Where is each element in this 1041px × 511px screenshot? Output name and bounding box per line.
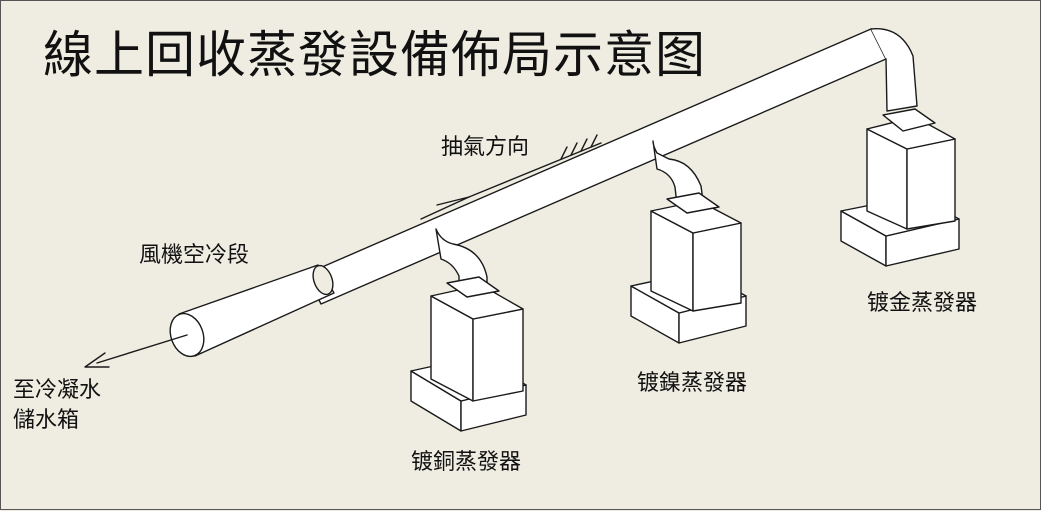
outlet-arrow [84,352,110,368]
destination-label: 至冷凝水 儲水箱 [13,378,102,433]
outlet-pipe [96,334,188,364]
evaporator-copper-label: 镀銅蒸發器 [411,450,522,475]
evaporator-copper [410,276,527,432]
page-title: 線上回收蒸發設備佈局示意图 [43,26,706,84]
flow-direction-label: 抽氣方向 [441,135,530,160]
evaporator-gold [840,108,960,267]
fan-cooling-section [169,264,335,358]
flow-hatch [468,134,602,198]
fan-cooling-label: 風機空冷段 [139,243,250,268]
evaporator-nickel [630,192,747,344]
branch-duct-copper [435,228,488,289]
evaporator-gold-label: 镀金蒸發器 [867,291,978,316]
evaporator-nickel-label: 镀鎳蒸發器 [637,371,748,396]
branch-duct-nickel [652,140,704,206]
